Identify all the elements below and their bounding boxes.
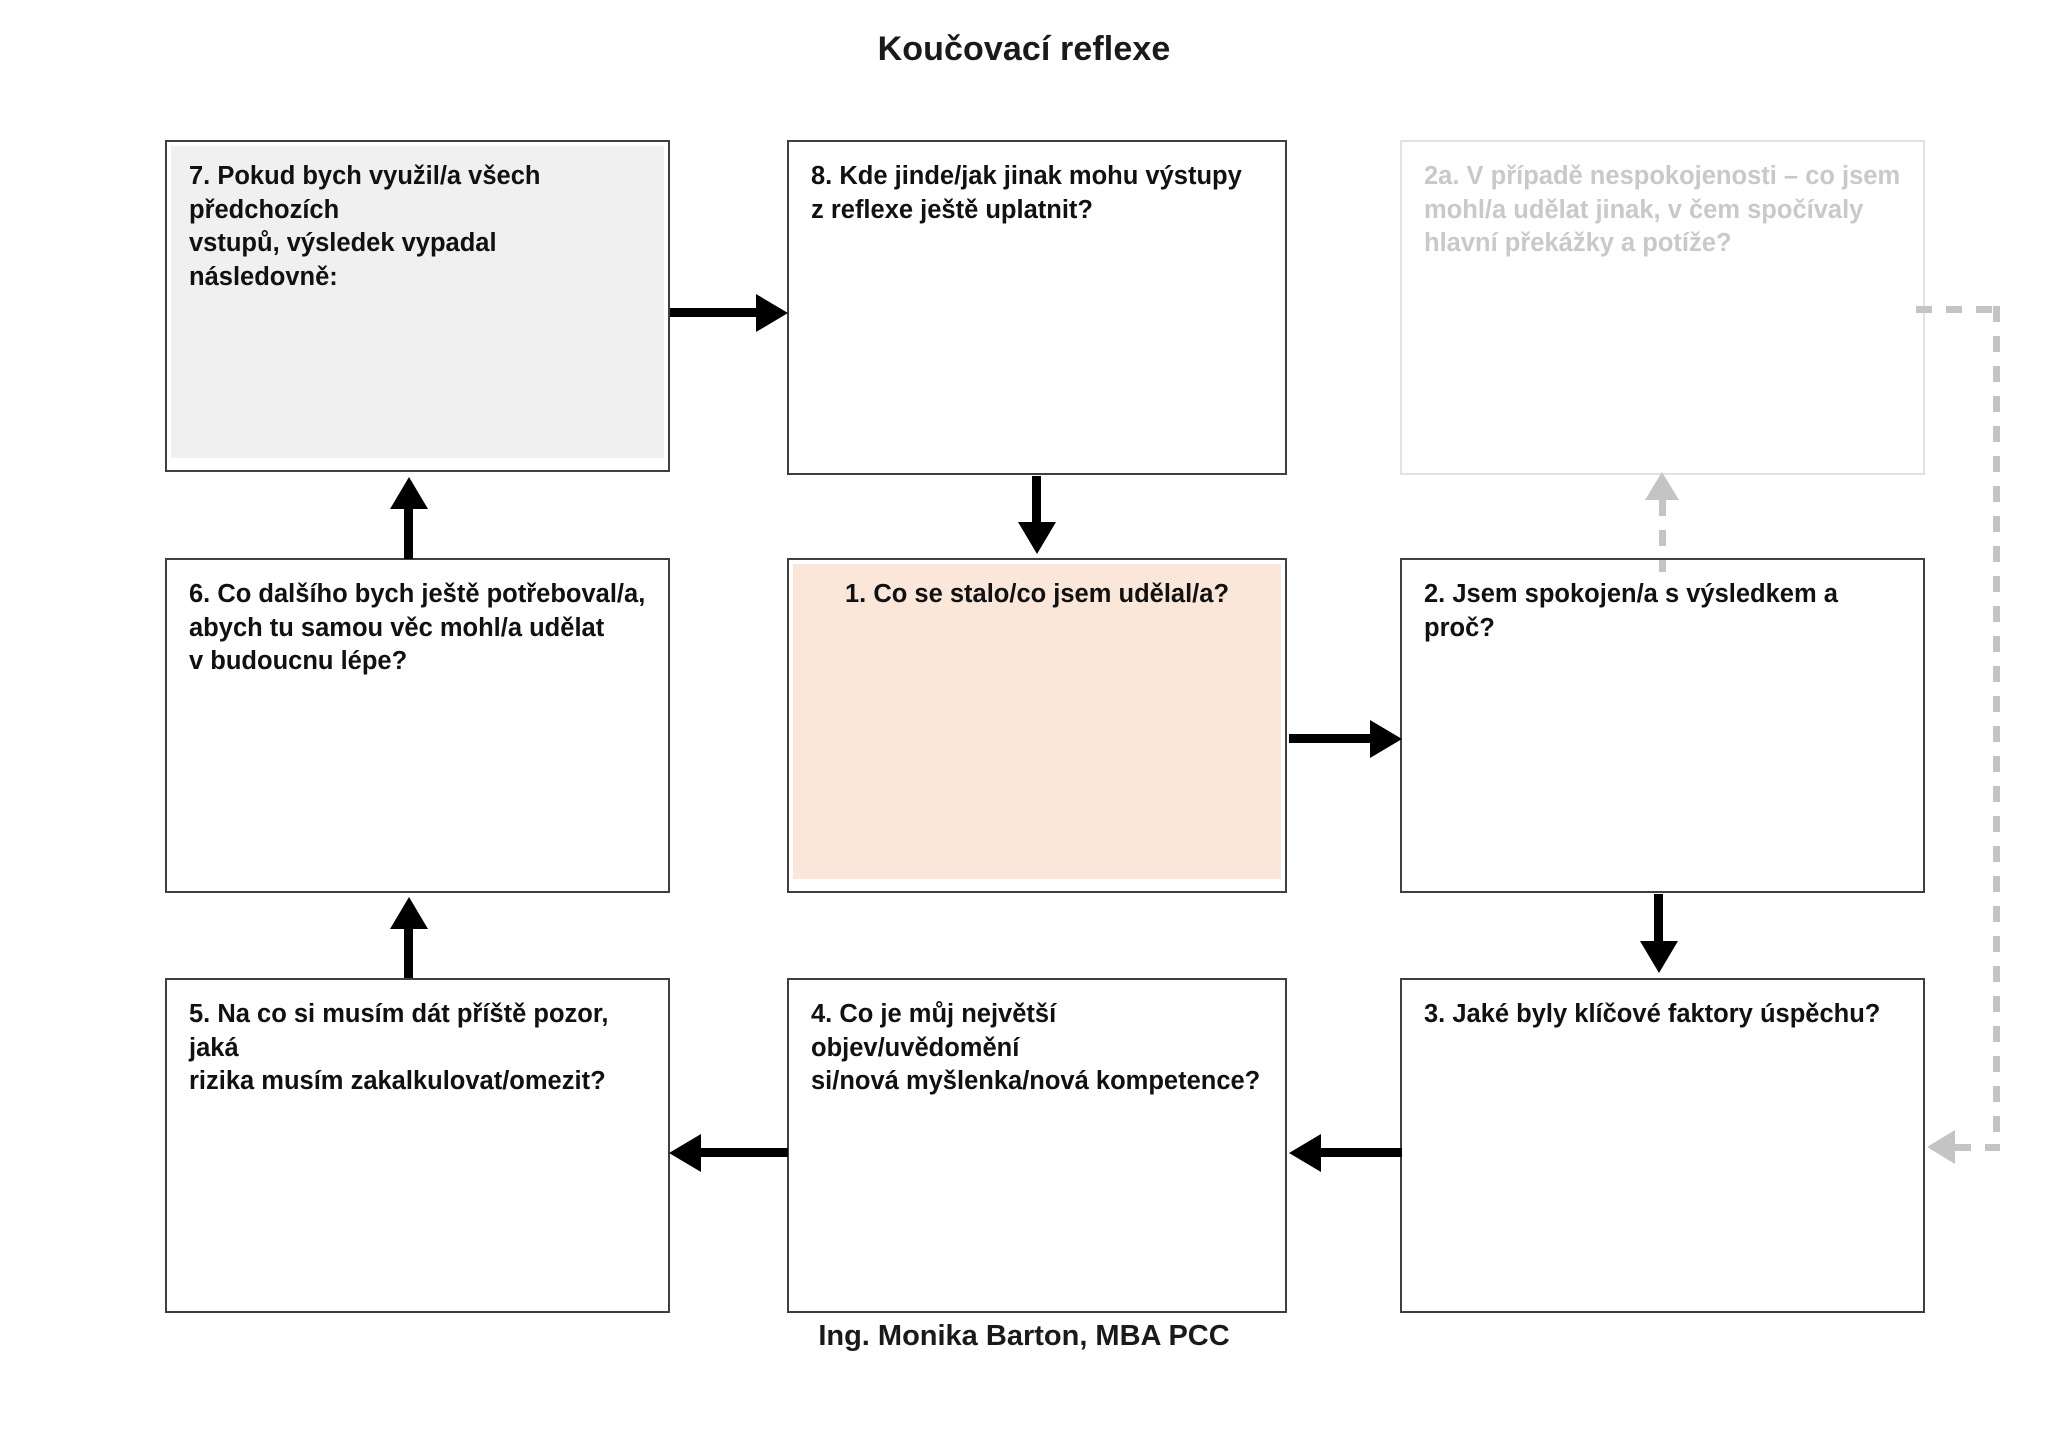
box-4-label: 4. Co je můj největší objev/uvědomění si…: [811, 1000, 1261, 1096]
box-2a-label: 2a. V případě nespokojenosti – co jsem m…: [1424, 162, 1901, 258]
box-8[interactable]: 8. Kde jinde/jak jinak mohu výstupy z re…: [787, 140, 1287, 475]
box-2a[interactable]: 2a. V případě nespokojenosti – co jsem m…: [1400, 140, 1925, 475]
box-3[interactable]: 3. Jaké byly klíčové faktory úspěchu?: [1400, 978, 1925, 1313]
box-2[interactable]: 2. Jsem spokojen/a s výsledkem a proč?: [1400, 558, 1925, 893]
box-7-highlight-fill: [171, 146, 664, 458]
box-1-label: 1. Co se stalo/co jsem udělal/a?: [844, 580, 1230, 608]
page-title: Koučovací reflexe: [877, 30, 1171, 68]
box-5-label: 5. Na co si musím dát příště pozor, jaká…: [189, 1000, 609, 1096]
box-7[interactable]: 7. Pokud bych využil/a všech předchozích…: [165, 140, 670, 472]
box-2-label: 2. Jsem spokojen/a s výsledkem a proč?: [1424, 580, 1838, 642]
box-4[interactable]: 4. Co je můj největší objev/uvědomění si…: [787, 978, 1287, 1313]
box-8-label: 8. Kde jinde/jak jinak mohu výstupy z re…: [811, 162, 1242, 224]
box-1-highlight-fill: [793, 564, 1281, 879]
box-7-label: 7. Pokud bych využil/a všech předchozích…: [189, 162, 541, 291]
box-3-label: 3. Jaké byly klíčové faktory úspěchu?: [1424, 1000, 1881, 1028]
box-5[interactable]: 5. Na co si musím dát příště pozor, jaká…: [165, 978, 670, 1313]
box-6[interactable]: 6. Co dalšího bych ještě potřeboval/a, a…: [165, 558, 670, 893]
author-footer: Ing. Monika Barton, MBA PCC: [818, 1320, 1230, 1352]
box-6-label: 6. Co dalšího bych ještě potřeboval/a, a…: [189, 580, 646, 676]
box-1[interactable]: 1. Co se stalo/co jsem udělal/a?: [787, 558, 1287, 893]
